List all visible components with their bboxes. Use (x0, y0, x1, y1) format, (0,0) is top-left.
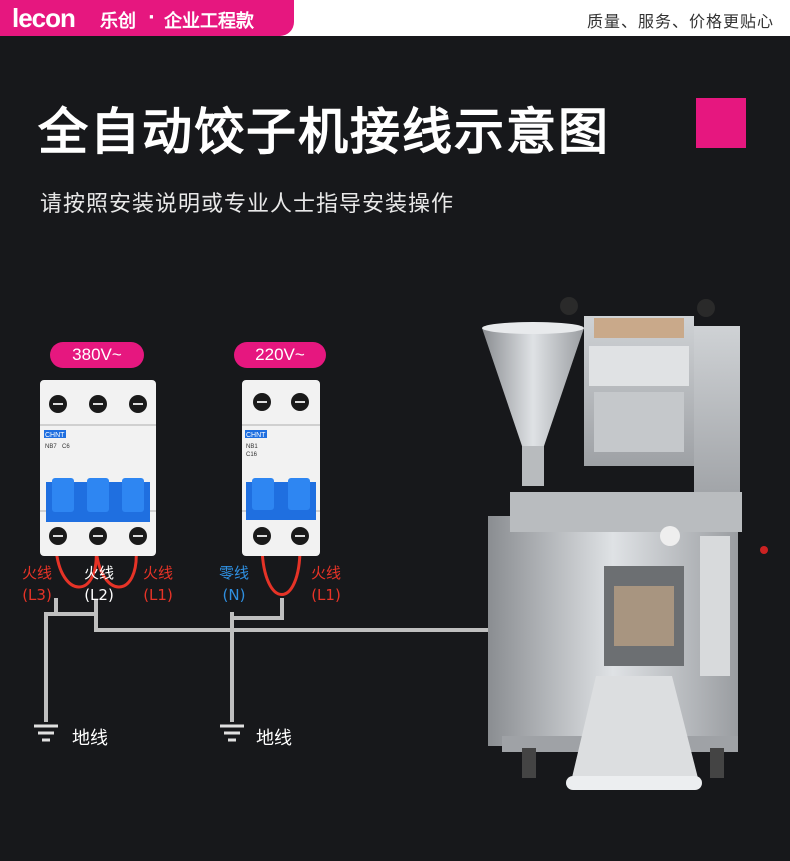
brand-separator: · (148, 7, 155, 28)
slogan: 质量、服务、价格更贴心 (586, 12, 774, 31)
ground-label-380: 地线 (72, 728, 108, 749)
breaker-380-brand: CHNT (45, 432, 65, 439)
hopper (482, 328, 584, 446)
wire-label-l1-220: 火线 (L1) (303, 562, 349, 606)
wire-label-n-code: (N) (222, 586, 246, 604)
brand-name: 乐创 (100, 11, 136, 32)
wire-label-l3-code: (L3) (22, 586, 52, 604)
breaker-220-model: NB1 (246, 444, 258, 450)
ground-symbol-220 (220, 724, 244, 742)
wire-label-l3-name: 火线 (21, 564, 52, 582)
wire-loop-l1 (94, 547, 138, 589)
wire-label-n-name: 零线 (218, 564, 249, 582)
ground-symbol-380 (34, 724, 58, 742)
breaker-220-brand: CHNT (246, 432, 266, 439)
wire-label-l3: 火线 (L3) (14, 562, 60, 606)
breaker-220-rating: C16 (246, 452, 258, 458)
brand-tab[interactable]: lecon 乐创 · 企业工程款 (0, 0, 294, 36)
wire-label-l1-220-code: (L1) (311, 586, 341, 604)
brand-edition: 企业工程款 (164, 11, 254, 32)
ground-line-220 (230, 598, 284, 722)
subtitle: 请按照安装说明或专业人士指导安装操作 (40, 192, 455, 217)
main-power-line (94, 600, 490, 632)
voltage-badge-220: 220V~ (234, 342, 326, 368)
wire-label-l1-220-name: 火线 (310, 564, 341, 582)
wire-label-l2: 火线 (L2) (76, 562, 122, 606)
top-bar: lecon 乐创 · 企业工程款 质量、服务、价格更贴心 (0, 0, 790, 36)
page-title: 全自动饺子机接线示意图 (38, 103, 610, 161)
breaker-220: CHNT NB1 C16 (242, 380, 320, 556)
breaker-380: CHNT NB7 C6 (40, 380, 156, 556)
wire-label-l1-380-code: (L1) (143, 586, 173, 604)
dumpling-machine-image (482, 297, 768, 790)
accent-square (696, 98, 746, 148)
wire-label-l2-code: (L2) (84, 586, 114, 604)
voltage-badge-380: 380V~ (50, 342, 144, 368)
breaker-380-rating: C6 (62, 444, 70, 450)
wire-label-l1-380-name: 火线 (142, 564, 173, 582)
conveyor-chute (570, 676, 700, 786)
wire-label-n: 零线 (N) (211, 562, 257, 606)
brand-logo: lecon (12, 3, 76, 33)
ground-line-380 (44, 598, 58, 722)
wire-loop-220 (260, 547, 302, 596)
breaker-380-model: NB7 (45, 444, 57, 450)
wire-label-l2-name: 火线 (83, 564, 114, 582)
ground-label-220: 地线 (256, 728, 292, 749)
wire-loop-l3 (54, 547, 98, 589)
wire-label-l1-380: 火线 (L1) (135, 562, 181, 606)
